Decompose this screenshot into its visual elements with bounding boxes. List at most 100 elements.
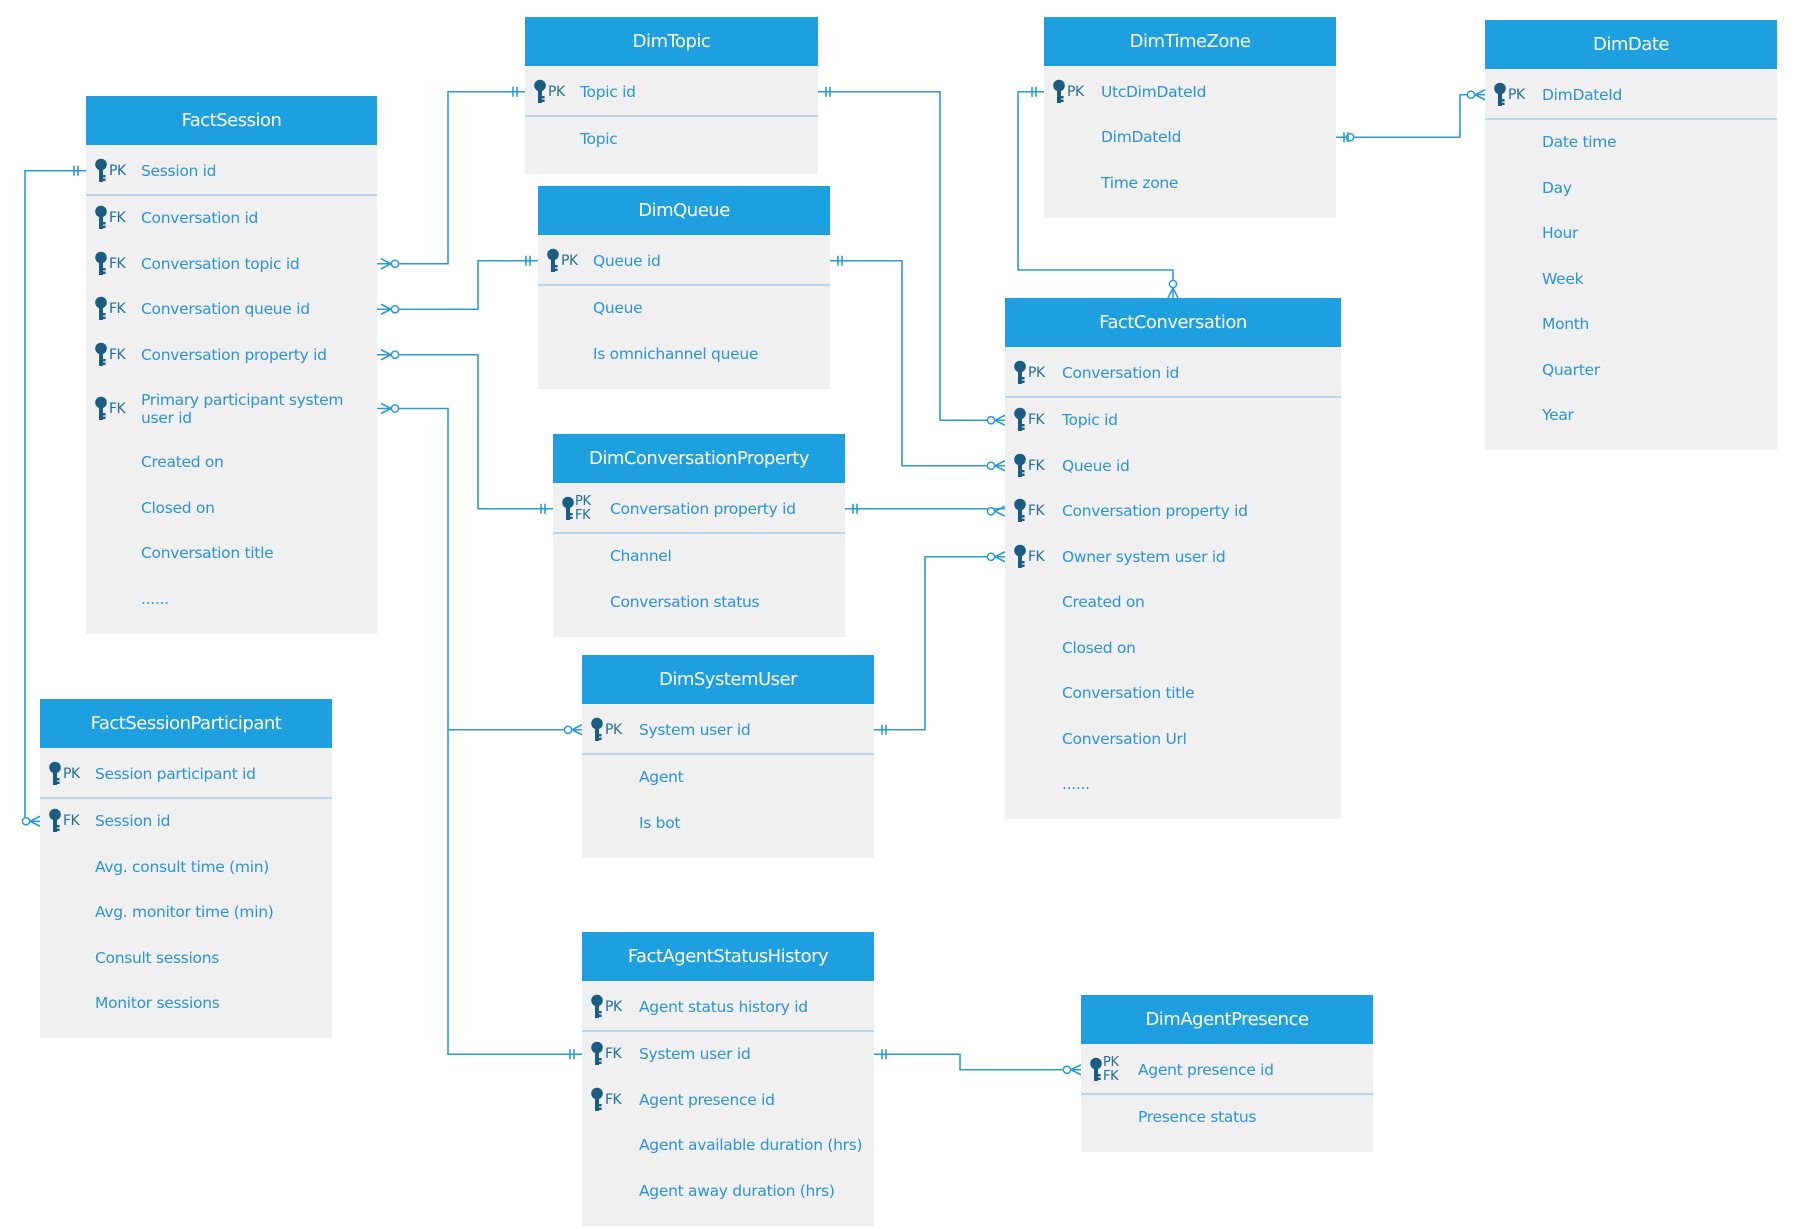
- key-icon: PK: [546, 238, 578, 284]
- field-row: Month: [1485, 302, 1777, 348]
- field-name: Consult sessions: [95, 948, 219, 967]
- cardinality-one-marker: [569, 1049, 575, 1060]
- field-name: Created on: [1062, 593, 1145, 612]
- cardinality-zero-marker: [1466, 90, 1476, 100]
- field-row: Quarter: [1485, 347, 1777, 393]
- field-row: Hour: [1485, 211, 1777, 257]
- field-row: Agent away duration (hrs): [582, 1168, 874, 1214]
- entity-title: DimSystemUser: [582, 655, 874, 704]
- cardinality-zero-marker: [1168, 279, 1178, 289]
- key-tag: FK: [1028, 503, 1045, 520]
- cardinality-one-marker: [525, 255, 531, 266]
- key-tag: FK: [109, 346, 126, 363]
- field-name: Time zone: [1101, 173, 1179, 192]
- field-row: Avg. monitor time (min): [40, 890, 332, 936]
- field-row: Created on: [86, 440, 377, 486]
- field-name: Date time: [1542, 133, 1617, 152]
- field-row: ......: [1005, 762, 1341, 808]
- cardinality-one-marker: [881, 724, 887, 735]
- key-tag: PK: [605, 721, 622, 738]
- field-row: Created on: [1005, 580, 1341, 626]
- cardinality-zero-marker: [390, 350, 400, 360]
- field-row: Monitor sessions: [40, 981, 332, 1027]
- field-name: Session id: [141, 161, 217, 180]
- field-name: Owner system user id: [1062, 547, 1226, 566]
- key-tag: PK: [63, 765, 80, 782]
- cardinality-one-marker: [512, 86, 518, 97]
- field-row: Week: [1485, 256, 1777, 302]
- field-row: Conversation title: [86, 531, 377, 577]
- field-name: Conversation Url: [1062, 729, 1187, 748]
- field-row: Is omnichannel queue: [538, 331, 830, 377]
- field-name: ......: [141, 589, 169, 608]
- cardinality-zero-marker: [390, 404, 400, 413]
- field-row: Conversation status: [553, 579, 845, 625]
- key-icon: FK: [94, 241, 126, 287]
- field-name: Queue: [593, 299, 643, 318]
- cardinality-zero-marker: [986, 415, 996, 425]
- field-name: DimDateId: [1542, 85, 1623, 104]
- key-tag-part: PK: [575, 493, 591, 509]
- cardinality-one-marker: [881, 1049, 887, 1060]
- key-icon: FK: [94, 378, 126, 440]
- key-icon: PK: [1052, 69, 1084, 115]
- field-name: Conversation property id: [610, 499, 796, 518]
- field-name: Avg. monitor time (min): [95, 903, 274, 922]
- field-name: Queue id: [1062, 456, 1130, 475]
- field-row: FK Conversation property id: [86, 332, 377, 378]
- key-tag: PK: [605, 998, 622, 1015]
- field-row: Avg. consult time (min): [40, 844, 332, 890]
- field-name: Monitor sessions: [95, 994, 220, 1013]
- cardinality-zero-marker: [390, 259, 400, 269]
- field-name: Month: [1542, 315, 1590, 334]
- field-name: Conversation topic id: [141, 254, 300, 273]
- field-name: Topic: [580, 130, 618, 149]
- key-tag: PK: [561, 252, 578, 269]
- field-row: Topic: [525, 117, 818, 163]
- key-icon: FK: [1013, 534, 1045, 580]
- key-icon: PK: [1013, 350, 1045, 396]
- field-row: Closed on: [86, 485, 377, 531]
- field-row: Year: [1485, 393, 1777, 439]
- field-name: Conversation property id: [141, 345, 327, 364]
- field-row: Conversation Url: [1005, 716, 1341, 762]
- field-row: Agent: [582, 755, 874, 801]
- field-name: Is bot: [639, 813, 681, 832]
- field-row: Closed on: [1005, 625, 1341, 671]
- field-name: Quarter: [1542, 360, 1600, 379]
- field-row: Day: [1485, 165, 1777, 211]
- connector-session-participant: [24, 169, 86, 823]
- key-icon: FK: [1013, 443, 1045, 489]
- cardinality-one-marker: [1031, 86, 1037, 97]
- field-name: Session participant id: [95, 764, 256, 783]
- key-icon: FK: [94, 332, 126, 378]
- field-name: Queue id: [593, 251, 661, 270]
- field-name: Conversation status: [610, 592, 760, 611]
- entity-title: FactSessionParticipant: [40, 699, 332, 748]
- field-name: Avg. consult time (min): [95, 857, 269, 876]
- field-row: Date time: [1485, 120, 1777, 166]
